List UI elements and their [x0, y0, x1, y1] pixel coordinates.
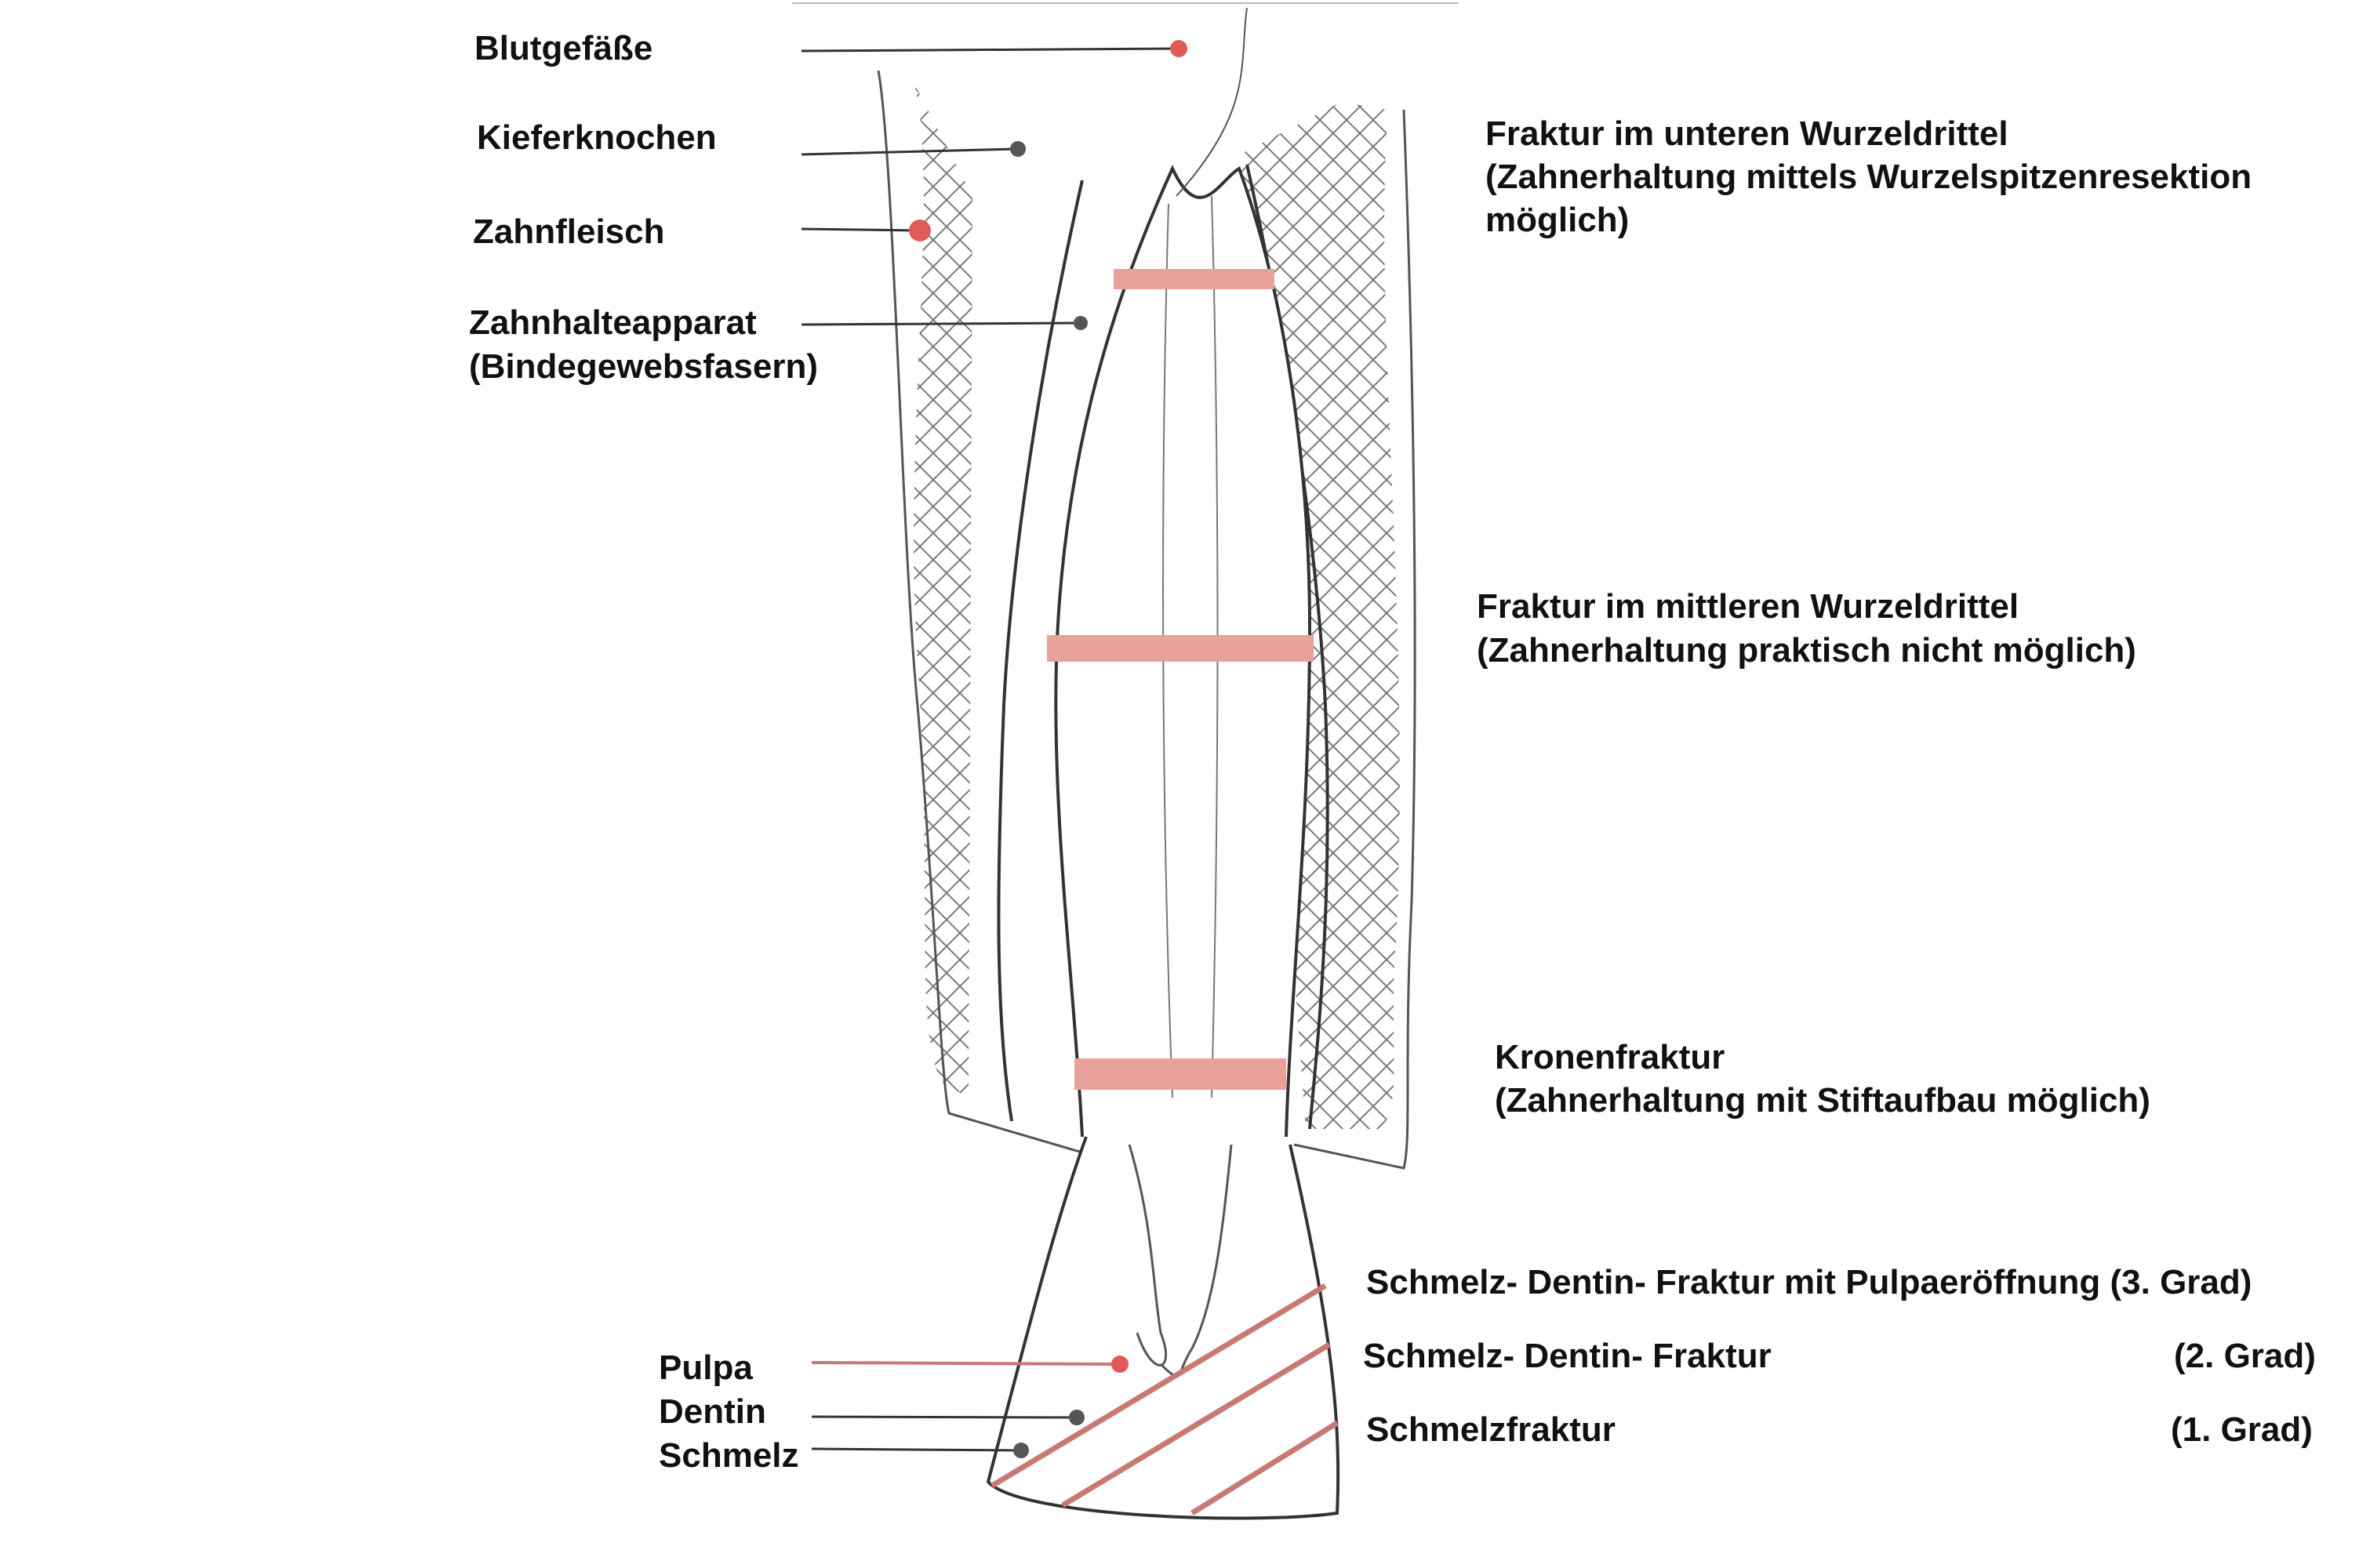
- label-jaw-bone: Kieferknochen: [477, 118, 717, 157]
- label-periodontium-line1: Zahnhalteapparat: [469, 303, 757, 342]
- label-grade1-degree: (1. Grad): [2171, 1410, 2313, 1449]
- root-canal: [1162, 195, 1219, 1098]
- gum-outline-left: [877, 70, 1083, 1154]
- fracture-line-grade3: [990, 1283, 1327, 1489]
- label-grade2: Schmelz- Dentin- Fraktur: [1363, 1337, 1772, 1375]
- leader-enamel: [811, 1447, 1020, 1452]
- fracture-band-lower-root: [1114, 269, 1274, 289]
- fracture-line-grade1: [1190, 1421, 1339, 1515]
- label-enamel: Schmelz: [659, 1436, 799, 1475]
- label-grade2-degree: (2. Grad): [2174, 1337, 2316, 1375]
- blood-vessel-line: [1176, 7, 1248, 197]
- label-gum: Zahnfleisch: [473, 212, 665, 251]
- fracture-band-middle-root: [1047, 635, 1314, 662]
- label-grade1: Schmelzfraktur: [1366, 1410, 1616, 1449]
- label-crown-note: (Zahnerhaltung mit Stiftaufbau möglich): [1495, 1081, 2150, 1120]
- label-periodontium-line2: (Bindegewebsfasern): [469, 347, 818, 386]
- gum-outline-right: [1293, 109, 1416, 1170]
- leader-gum: [801, 227, 918, 232]
- marker-periodontium: [1074, 316, 1088, 330]
- marker-dentin: [1069, 1410, 1085, 1425]
- leader-blood-vessels: [801, 47, 1177, 53]
- label-lower-root-note2: möglich): [1485, 201, 1630, 239]
- leader-periodontium: [801, 321, 1079, 326]
- fracture-line-grade2: [1061, 1342, 1331, 1508]
- tooth-crown-outline: [986, 1136, 1340, 1520]
- label-crown-title: Kronenfraktur: [1495, 1038, 1725, 1076]
- marker-jaw-bone: [1010, 141, 1026, 157]
- label-pulp: Pulpa: [659, 1348, 753, 1387]
- fracture-band-crown: [1074, 1058, 1286, 1090]
- marker-gum: [909, 220, 931, 241]
- label-dentin: Dentin: [659, 1392, 766, 1431]
- leader-jaw-bone: [801, 147, 1016, 156]
- label-lower-root-title: Fraktur im unteren Wurzeldrittel: [1485, 114, 2008, 153]
- label-grade3: Schmelz- Dentin- Fraktur mit Pulpaeröffn…: [1366, 1263, 2252, 1301]
- label-middle-root-title: Fraktur im mittleren Wurzeldrittel: [1477, 587, 2019, 626]
- label-blood-vessels: Blutgefäße: [474, 29, 653, 67]
- periodontium-left: [997, 180, 1084, 1122]
- leader-pulp: [811, 1361, 1118, 1366]
- marker-pulp: [1111, 1356, 1129, 1373]
- label-middle-root-note: (Zahnerhaltung praktisch nicht möglich): [1477, 631, 2136, 670]
- marker-enamel: [1013, 1443, 1029, 1458]
- marker-blood-vessels: [1170, 40, 1187, 57]
- label-lower-root-note1: (Zahnerhaltung mittels Wurzelspitzenrese…: [1485, 158, 2252, 196]
